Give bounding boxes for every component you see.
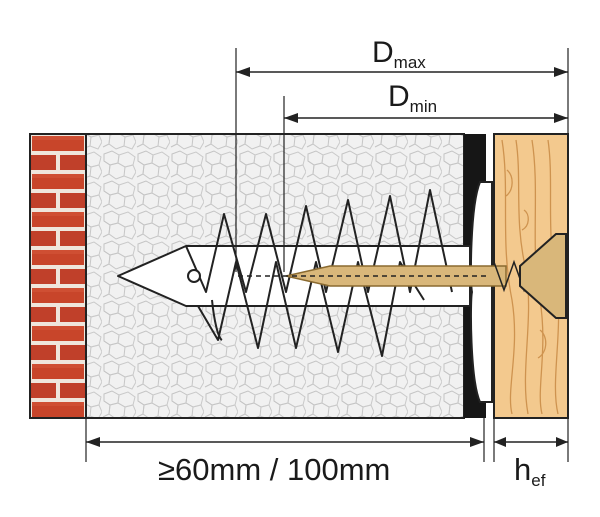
d-min-label: Dmin: [388, 80, 437, 116]
extension-lines: [85, 48, 569, 462]
d-max-label: Dmax: [372, 36, 426, 72]
brick-wall: [29, 133, 87, 419]
h-ef-label: hef: [514, 452, 546, 490]
screw-head: [519, 233, 567, 319]
anchor-flange: [469, 181, 493, 403]
length-label: ≥60mm / 100mm: [158, 452, 390, 487]
dimension-lines: [86, 67, 568, 447]
